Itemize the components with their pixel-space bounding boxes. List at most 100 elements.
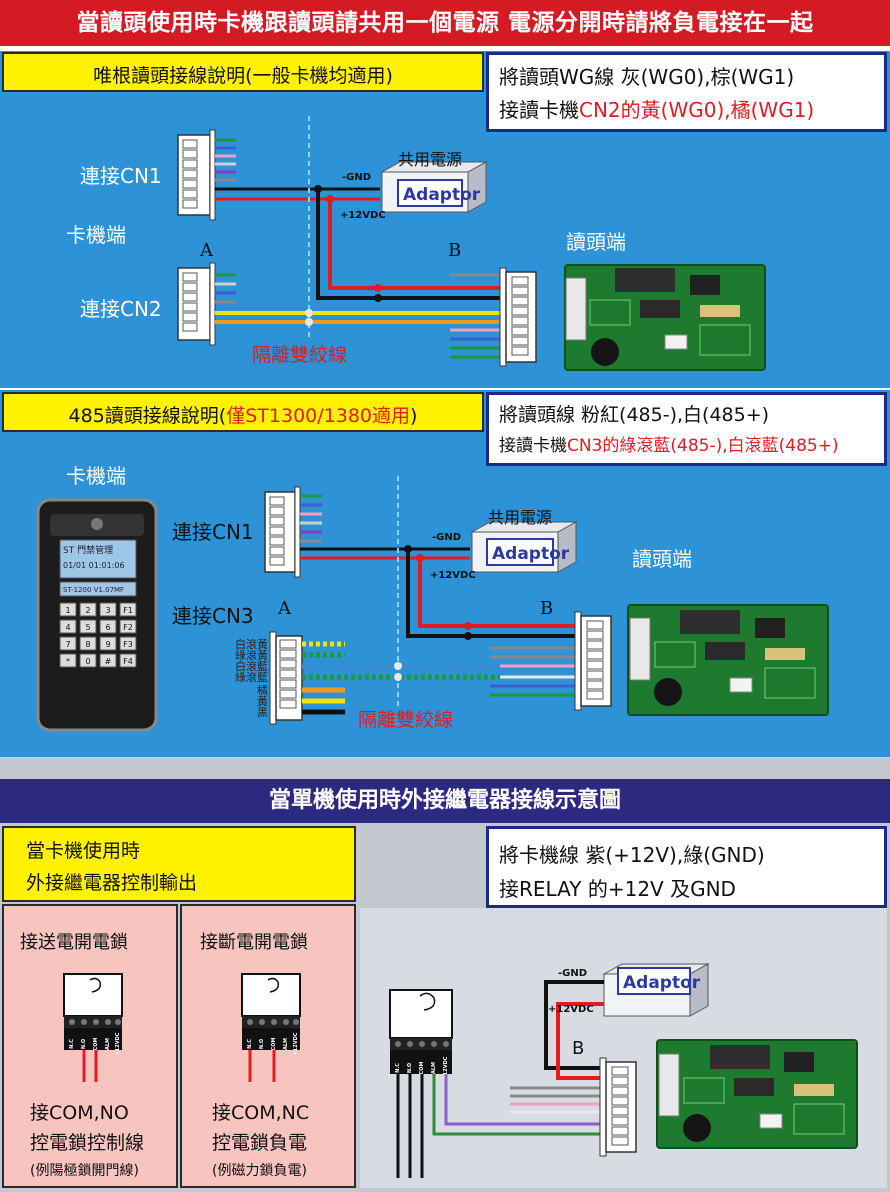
relay2-term-nc: N.C	[247, 1039, 253, 1049]
wg-cn1-label: 連接CN1	[80, 164, 162, 188]
wg-note-line1: 將讀頭WG線 灰(WG0),棕(WG1)	[499, 65, 795, 89]
relay-box-no-title: 接送電開電鎖	[20, 932, 128, 953]
rs485-cn1-connector	[264, 486, 301, 578]
relay2-term-vdc: +12VDC	[293, 1032, 299, 1055]
rs485-wire-label-3: 白滾藍	[235, 659, 268, 673]
rs485-twisted-pair: 隔離雙絞線	[358, 709, 454, 731]
relay1-term-vdc: +12VDC	[115, 1032, 121, 1055]
key-1: 1	[65, 606, 70, 615]
rs485-reader-connector	[574, 611, 612, 711]
wg-vdc-label: +12VDC	[340, 210, 386, 221]
relay-note-box: 將卡機線 紫(+12V),綠(GND) 接RELAY 的+12V 及GND	[486, 826, 887, 908]
relay-note-line2: 接RELAY 的+12V 及GND	[499, 877, 736, 901]
relay1-term-nc: N.C	[69, 1039, 75, 1049]
wg-reader-connector	[499, 267, 537, 367]
rs485-cn3-label: 連接CN3	[172, 604, 254, 628]
key-2: 2	[85, 606, 90, 615]
wg-diagram: Adaptor -GND +12VDC	[177, 116, 766, 371]
relay-box-nc-line2: 控電鎖負電	[212, 1132, 308, 1154]
relay-box-no-line3: (例陽極鎖開門線)	[30, 1163, 139, 1179]
relay-note-line1: 將卡機線 紫(+12V),綠(GND)	[499, 843, 765, 867]
relay-box-no: 接送電開電鎖 接COM,NO 控電鎖控制線 (例陽極鎖開門線)	[2, 904, 178, 1188]
key-f3: F3	[123, 640, 133, 649]
relay3-term-nc: N.C	[395, 1063, 401, 1073]
rs485-wire-label-1: 白滾黃	[235, 637, 268, 651]
relay1-term-no: N.O	[81, 1039, 87, 1049]
wg-cn1-connector	[177, 129, 216, 221]
rs485-wire-label-5: 橘	[257, 684, 268, 697]
wg-adaptor-label: Adaptor	[403, 185, 481, 205]
rs485-diagram: ST 門禁管理 01/01 01:01:06 ST-1200 V1.07MF 1…	[36, 476, 829, 732]
relay-gnd-label: -GND	[558, 968, 587, 979]
relay2-term-alm: ALM	[283, 1038, 289, 1050]
rs485-point-a: A	[278, 598, 291, 619]
top-banner: 當讀頭使用時卡機跟讀頭請共用一個電源 電源分開時請將負電接在一起	[0, 0, 890, 49]
relay-box-no-line2: 控電鎖控制線	[30, 1132, 145, 1154]
key-5: 5	[85, 623, 90, 632]
wg-point-b: B	[448, 240, 462, 261]
relay-adaptor	[602, 963, 710, 1017]
rs485-wire-label-4: 綠滾藍	[235, 670, 268, 684]
relay-box-nc-line3: (例磁力鎖負電)	[212, 1163, 307, 1179]
rs485-card-side: 卡機端	[66, 464, 126, 488]
rs485-reader-board	[627, 604, 829, 716]
relay-point-b: B	[572, 1038, 584, 1059]
rs485-shared-power: 共用電源	[488, 508, 553, 527]
wg-adaptor	[380, 161, 488, 213]
relay-main-module	[389, 989, 453, 1074]
rs485-title-highlight: 僅ST1300/1380適用	[226, 405, 411, 427]
relay-vdc-label: +12VDC	[548, 1004, 594, 1015]
rs485-cn1-label: 連接CN1	[172, 520, 254, 544]
wg-title: 唯根讀頭接線說明(一般卡機均適用)	[93, 65, 393, 87]
rs485-title: 485讀頭接線說明(僅ST1300/1380適用)	[4, 401, 482, 428]
relay3-term-alm: ALM	[431, 1062, 437, 1074]
relay-left-title-box: 當卡機使用時 外接繼電器控制輸出	[2, 826, 356, 902]
relay2-term-no: N.O	[259, 1039, 265, 1049]
rs485-title-suffix: )	[410, 405, 418, 427]
relay1-term-com: COM	[93, 1038, 99, 1051]
wg-reader-board	[564, 264, 766, 371]
relay2-term-com: COM	[271, 1038, 277, 1051]
relay-left-title-line2: 外接繼電器控制輸出	[26, 872, 198, 894]
key-hash: #	[105, 657, 112, 666]
rs485-adaptor	[470, 521, 578, 573]
relay3-term-com: COM	[419, 1062, 425, 1075]
wg-note-line2-highlight: CN2的黃(WG0),橘(WG1)	[579, 98, 815, 122]
rs485-note-line2: 接讀卡機CN3的綠滾藍(485-),白滾藍(485+)	[499, 431, 839, 456]
key-6: 6	[105, 623, 110, 632]
rs485-vdc-label: +12VDC	[430, 570, 476, 581]
rs485-note-line2-prefix: 接讀卡機	[499, 436, 567, 456]
relay-box-no-line1: 接COM,NO	[30, 1102, 129, 1124]
rs485-gnd-label: -GND	[432, 532, 461, 543]
rs485-cn3-connector	[269, 631, 303, 725]
key-8: 8	[85, 640, 90, 649]
wg-reader-side: 讀頭端	[566, 230, 626, 254]
key-0: 0	[85, 657, 90, 666]
wg-gnd-label: -GND	[342, 172, 371, 183]
rs485-screen-line1: ST 門禁管理	[63, 544, 113, 556]
relay-diagram-no: N.C N.O COM ALM +12VDC	[63, 973, 123, 1082]
relay-reader-connector	[599, 1057, 637, 1157]
relay-section-title: 當單機使用時外接繼電器接線示意圖	[0, 779, 890, 823]
key-9: 9	[105, 640, 110, 649]
relay-box-nc-line1: 接COM,NC	[212, 1102, 310, 1124]
wg-note-box: 將讀頭WG線 灰(WG0),棕(WG1) 接讀卡機CN2的黃(WG0),橘(WG…	[486, 52, 887, 132]
relay-reader-board	[656, 1039, 858, 1149]
wg-card-side: 卡機端	[66, 223, 126, 247]
wg-title-box: 唯根讀頭接線說明(一般卡機均適用)	[2, 52, 484, 92]
relay-diagram-nc: N.C N.O COM ALM +12VDC	[241, 973, 301, 1082]
relay3-term-no: N.O	[407, 1063, 413, 1073]
relay-left-title-line1: 當卡機使用時	[26, 840, 141, 862]
relay-box-nc: 接斷電開電鎖 接COM,NC 控電鎖負電 (例磁力鎖負電)	[180, 904, 356, 1188]
relay-main-diagram: N.C N.O COM ALM +12VDC	[360, 908, 887, 1188]
key-star: *	[66, 657, 70, 666]
rs485-wire-label-7: 黑	[257, 706, 268, 719]
rs485-screen-line3: ST-1200 V1.07MF	[63, 586, 124, 594]
key-4: 4	[65, 623, 70, 632]
wg-cn2-connector	[177, 262, 216, 346]
rs485-wire-label-6: 黃	[257, 695, 268, 708]
rs485-screen-line2: 01/01 01:01:06	[63, 561, 125, 570]
key-f2: F2	[123, 623, 133, 632]
key-7: 7	[65, 640, 70, 649]
wg-cn2-label: 連接CN2	[80, 297, 162, 321]
